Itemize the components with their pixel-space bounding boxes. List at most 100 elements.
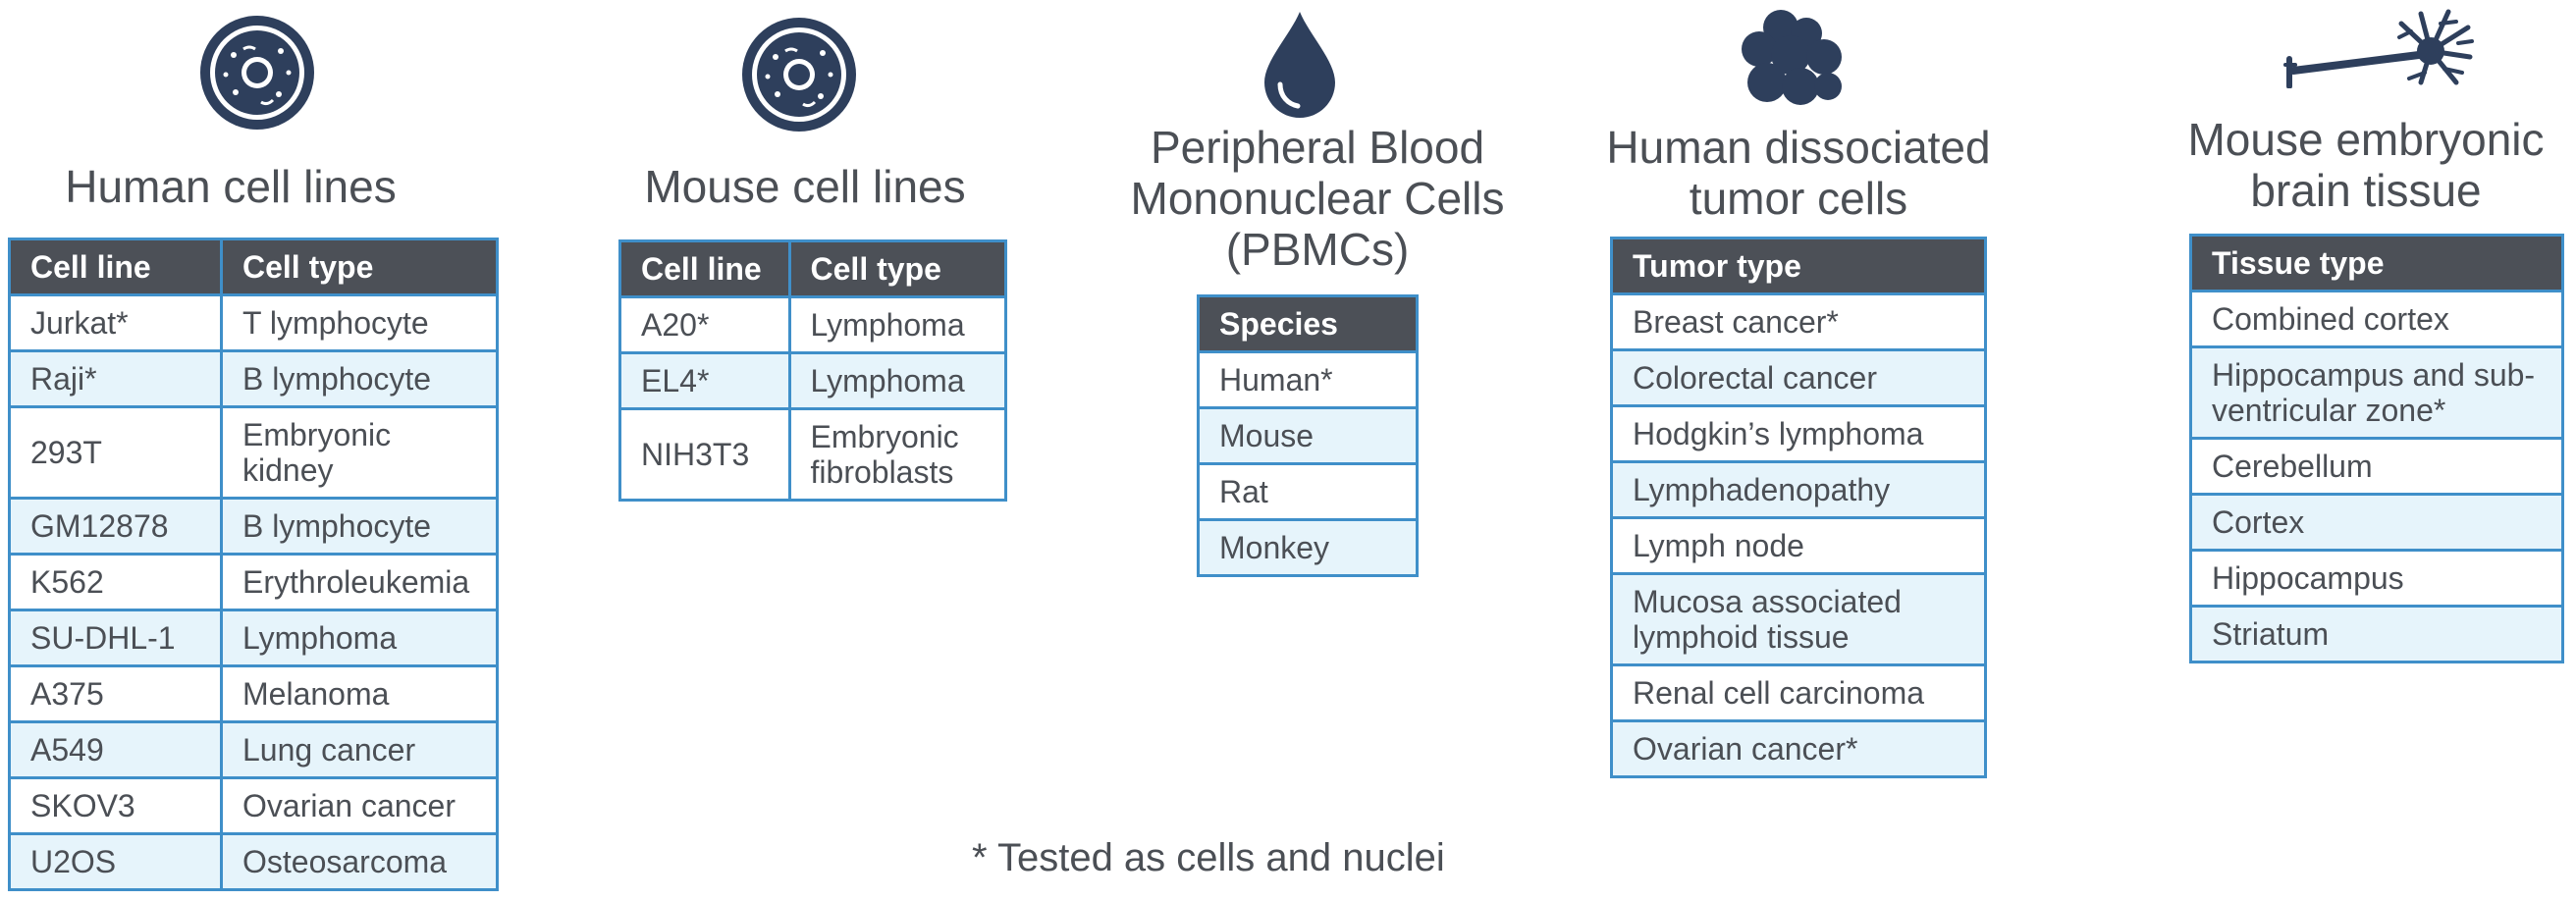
tumor-cluster-icon	[1742, 10, 1842, 105]
cell-line: A375	[8, 664, 223, 723]
table-row: A20*Lymphoma	[618, 295, 1008, 354]
table-row: Ovarian cancer*	[1610, 719, 1987, 778]
table-row: Raji*B lymphocyte	[8, 349, 499, 408]
cell-type: Lymphoma	[787, 351, 1008, 410]
cell-line: Raji*	[8, 349, 223, 408]
table-row: Hodgkin’s lymphoma	[1610, 404, 1987, 463]
panel-title-line: Mononuclear Cells	[1130, 173, 1505, 224]
panel-title-line: Human dissociated	[1606, 122, 1991, 173]
cell-line: SU-DHL-1	[8, 609, 223, 667]
panel-title-line: Peripheral Blood	[1150, 122, 1485, 173]
species: Monkey	[1197, 518, 1419, 577]
tissue-type: Combined cortex	[2189, 290, 2564, 348]
table-row: Human*	[1197, 350, 1419, 409]
table-row: Cerebellum	[2189, 437, 2564, 496]
panel-title-line: Mouse embryonic	[2187, 114, 2545, 165]
cell-icon	[742, 18, 856, 132]
tumor-type: Ovarian cancer*	[1610, 719, 1987, 778]
species: Human*	[1197, 350, 1419, 409]
table-row: Mucosa associated lymphoid tissue	[1610, 572, 1987, 666]
panel-title: Human cell lines	[65, 161, 397, 212]
table-row: Hippocampus	[2189, 549, 2564, 608]
table-row: Mouse	[1197, 406, 1419, 465]
tumor-type: Hodgkin’s lymphoma	[1610, 404, 1987, 463]
cell-line: GM12878	[8, 497, 223, 556]
column-header: Cell line	[618, 239, 791, 298]
cell-line: U2OS	[8, 832, 223, 891]
tumor-type: Breast cancer*	[1610, 292, 1987, 351]
column-header: Tumor type	[1610, 237, 1987, 295]
table-row: Lymphadenopathy	[1610, 460, 1987, 519]
cell-type: Lymphoma	[787, 295, 1008, 354]
cell-type: Lung cancer	[220, 720, 499, 779]
table-row: Breast cancer*	[1610, 292, 1987, 351]
column-header: Tissue type	[2189, 234, 2564, 292]
table-row: Rat	[1197, 462, 1419, 521]
tumor-type: Colorectal cancer	[1610, 348, 1987, 407]
table-row: EL4*Lymphoma	[618, 351, 1008, 410]
cell-type: Embryonic kidney	[220, 405, 499, 500]
cell-type: Melanoma	[220, 664, 499, 723]
tissue-type: Cortex	[2189, 493, 2564, 552]
tissue-type: Striatum	[2189, 605, 2564, 663]
panel-title-line: (PBMCs)	[1225, 224, 1410, 275]
footnote: * Tested as cells and nuclei	[972, 836, 1445, 879]
table-row: Cortex	[2189, 493, 2564, 552]
cell-type: Ovarian cancer	[220, 776, 499, 835]
table-row: Combined cortex	[2189, 290, 2564, 348]
panel-title-line: brain tissue	[2250, 165, 2482, 216]
tumor-type: Lymph node	[1610, 516, 1987, 575]
cell-line: EL4*	[618, 351, 791, 410]
cell-line: Jurkat*	[8, 293, 223, 352]
table-row: Lymph node	[1610, 516, 1987, 575]
tissue-type-table: Tissue type Combined cortex Hippocampus …	[2189, 234, 2564, 663]
table-row: Striatum	[2189, 605, 2564, 663]
tumor-type-table: Tumor type Breast cancer* Colorectal can…	[1610, 237, 1987, 778]
cell-line: NIH3T3	[618, 407, 791, 502]
cell-line: 293T	[8, 405, 223, 500]
cell-line: A549	[8, 720, 223, 779]
cell-type: Erythroleukemia	[220, 553, 499, 611]
cell-type: T lymphocyte	[220, 293, 499, 352]
column-header: Cell type	[787, 239, 1008, 298]
neuron-icon	[2283, 9, 2474, 88]
panel-title-line: tumor cells	[1689, 173, 1908, 224]
blood-drop-icon	[1264, 12, 1335, 118]
species: Mouse	[1197, 406, 1419, 465]
tumor-type: Mucosa associated lymphoid tissue	[1610, 572, 1987, 666]
cell-type: Osteosarcoma	[220, 832, 499, 891]
cell-line: K562	[8, 553, 223, 611]
table-row: Monkey	[1197, 518, 1419, 577]
table-row: Renal cell carcinoma	[1610, 663, 1987, 722]
tumor-type: Renal cell carcinoma	[1610, 663, 1987, 722]
table-row: Hippocampus and sub-ventricular zone*	[2189, 345, 2564, 440]
cell-type: B lymphocyte	[220, 349, 499, 408]
table-row: Jurkat*T lymphocyte	[8, 293, 499, 352]
cell-line: SKOV3	[8, 776, 223, 835]
panel-title: Mouse cell lines	[644, 161, 966, 212]
column-header: Cell type	[220, 238, 499, 296]
mouse-cell-lines-table: Cell line Cell type A20*Lymphoma EL4*Lym…	[618, 239, 1008, 502]
tumor-type: Lymphadenopathy	[1610, 460, 1987, 519]
column-header: Cell line	[8, 238, 223, 296]
cell-type: Embryonic fibroblasts	[787, 407, 1008, 502]
cell-type: B lymphocyte	[220, 497, 499, 556]
cell-type: Lymphoma	[220, 609, 499, 667]
tissue-type: Hippocampus	[2189, 549, 2564, 608]
tissue-type: Hippocampus and sub-ventricular zone*	[2189, 345, 2564, 440]
species-table: Species Human* Mouse Rat Monkey	[1197, 294, 1419, 577]
table-row: Colorectal cancer	[1610, 348, 1987, 407]
cell-line: A20*	[618, 295, 791, 354]
tissue-type: Cerebellum	[2189, 437, 2564, 496]
cell-icon	[200, 16, 314, 130]
human-cell-lines-table: Cell line Cell type Jurkat*T lymphocyte …	[8, 238, 499, 891]
